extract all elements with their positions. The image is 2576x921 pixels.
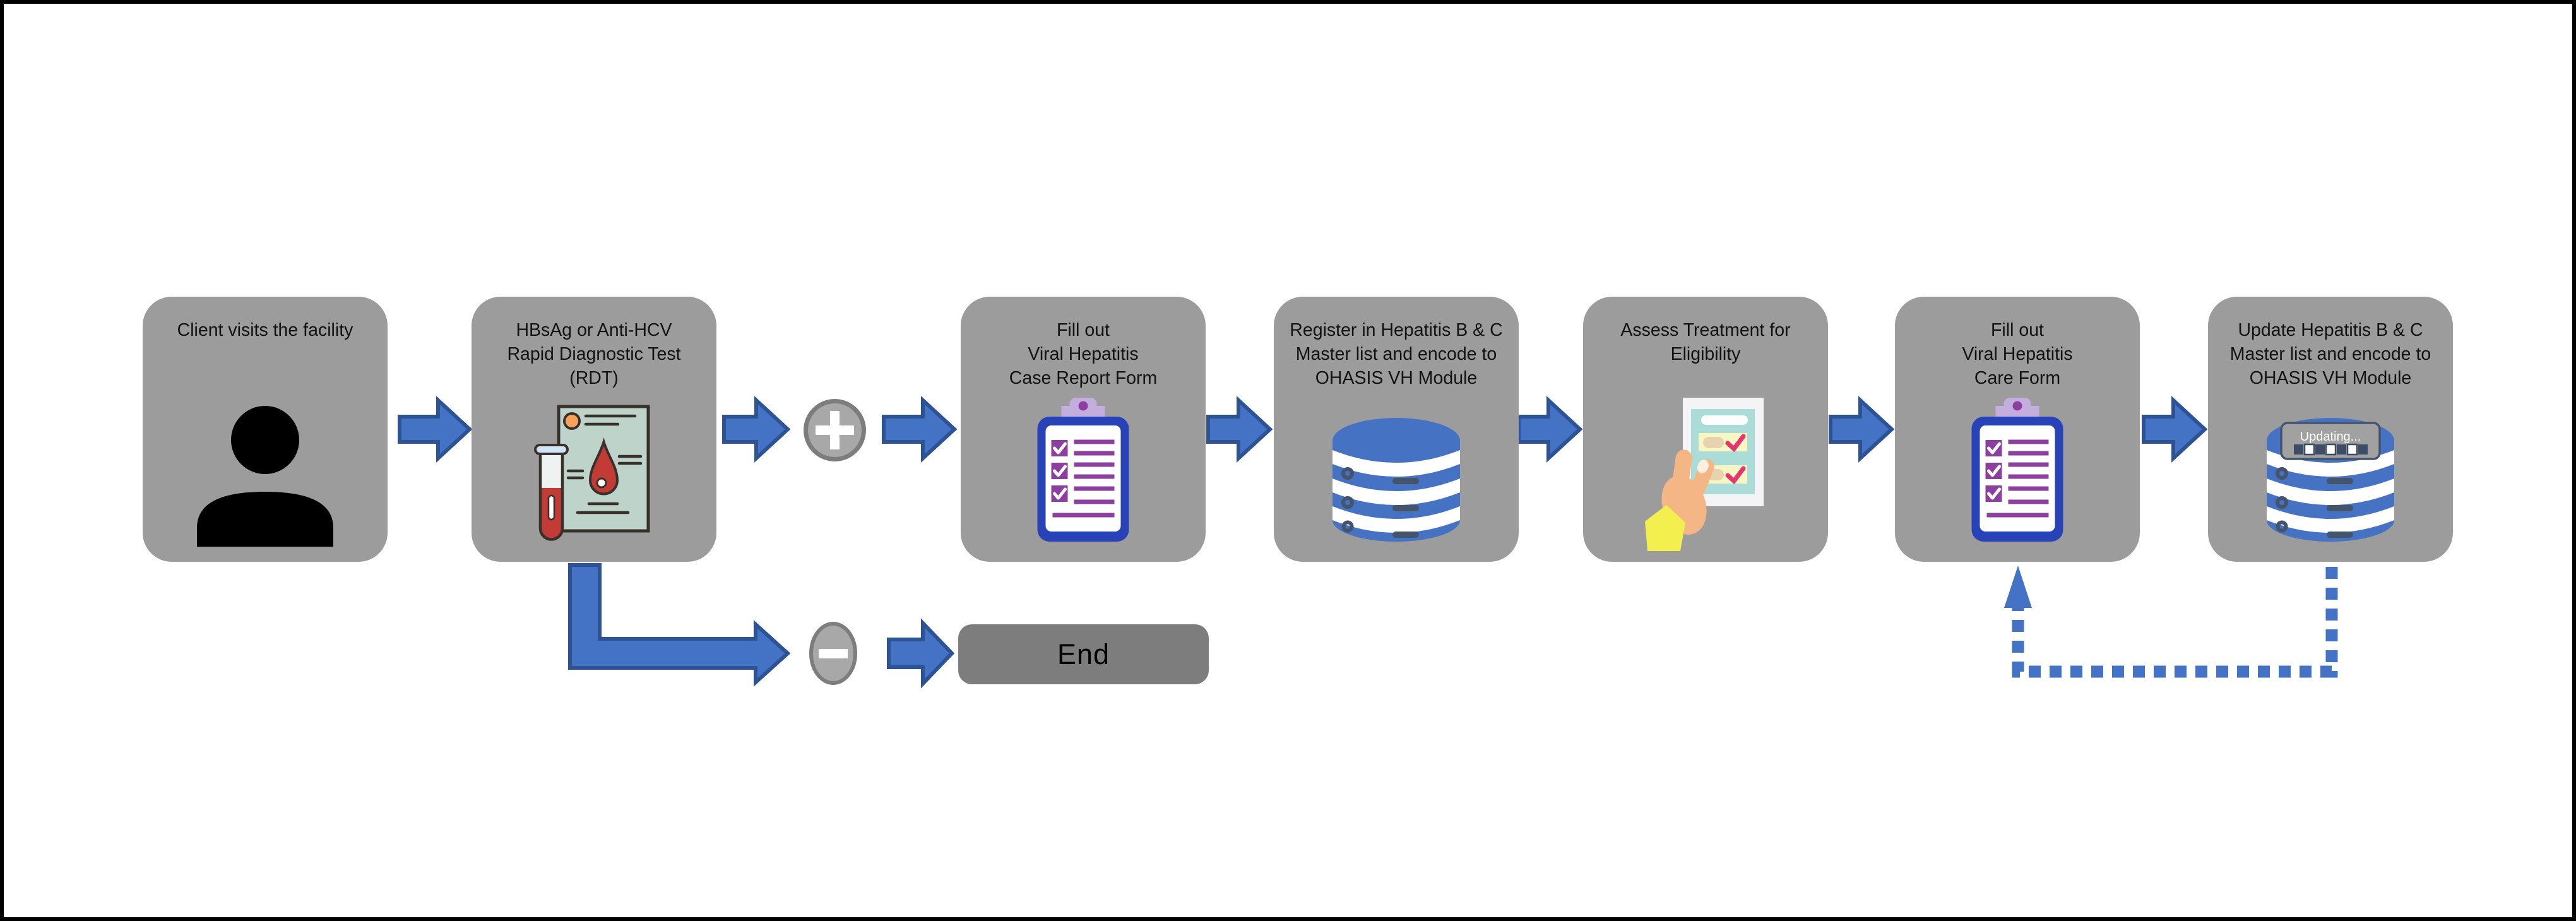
updating-status-text: Updating...: [2300, 430, 2361, 444]
step-box-client-visit: Client visits the facility: [143, 297, 388, 562]
arrow-step5-step6: [1829, 396, 1895, 463]
feedback-dotted-line: [2012, 567, 2338, 678]
step-box-assess-treatment: Assess Treatment for Eligibility: [1583, 297, 1828, 562]
clipboard-checklist-icon: [1037, 398, 1129, 545]
arrow-step3-step4: [1206, 396, 1273, 463]
step-label: Assess Treatment for Eligibility: [1620, 320, 1791, 364]
clipboard-checklist-icon: [1971, 398, 2063, 545]
step-box-update-masterlist: Update Hepatitis B & C Master list and e…: [2208, 297, 2453, 562]
step-label: HBsAg or Anti-HCV Rapid Diagnostic Test …: [507, 320, 681, 388]
step-box-register-masterlist: Register in Hepatitis B & C Master list …: [1274, 297, 1519, 562]
step-label: Fill out Viral Hepatitis Care Form: [1962, 320, 2073, 388]
step-box-case-report-form: Fill out Viral Hepatitis Case Report For…: [961, 297, 1206, 562]
arrow-positive-step3: [882, 396, 958, 463]
step-box-care-form: Fill out Viral Hepatitis Care Form: [1895, 297, 2140, 562]
end-label: End: [1057, 638, 1110, 670]
arrow-step4-step5: [1517, 396, 1583, 463]
arrow-negative-end: [887, 618, 955, 689]
progress-bar: [2294, 443, 2368, 456]
negative-result-icon: [809, 621, 858, 689]
person-icon: [196, 404, 335, 550]
hand-checklist-icon: [1642, 396, 1769, 554]
end-box: End: [958, 624, 1209, 684]
step-label: Fill out Viral Hepatitis Case Report For…: [1009, 320, 1158, 388]
arrow-step1-step2: [398, 396, 473, 463]
feedback-arrowhead-icon: [2004, 566, 2032, 608]
step-label: Register in Hepatitis B & C Master list …: [1290, 320, 1503, 388]
database-icon: [1331, 415, 1461, 549]
blood-test-icon: [534, 404, 654, 557]
positive-result-icon: [803, 398, 867, 465]
step-label: Update Hepatitis B & C Master list and e…: [2229, 320, 2431, 388]
step-box-rdt-test: HBsAg or Anti-HCV Rapid Diagnostic Test …: [472, 297, 716, 562]
arrow-step2-positive: [722, 396, 791, 463]
arrow-step6-step7: [2142, 396, 2208, 463]
elbow-arrow-negative: [568, 563, 791, 687]
database-updating-icon: Updating...: [2265, 415, 2395, 549]
step-label: Client visits the facility: [177, 320, 353, 340]
